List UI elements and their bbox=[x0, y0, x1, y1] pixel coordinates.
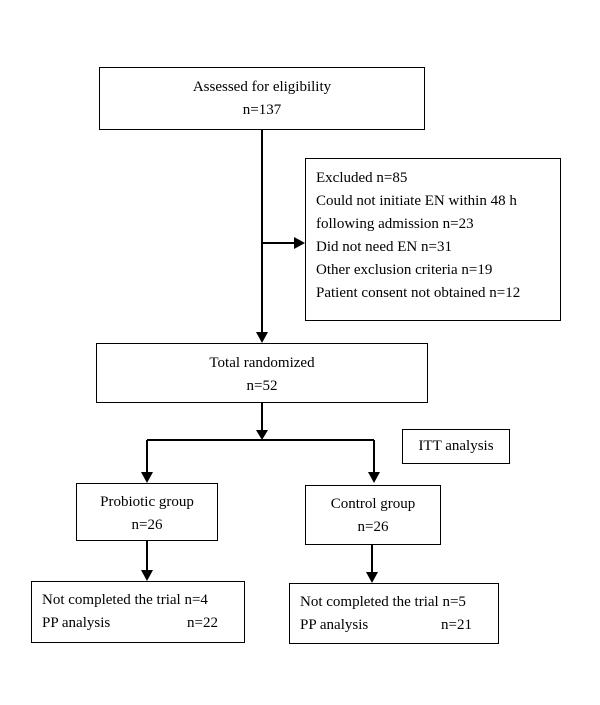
excluded-line: Other exclusion criteria n=19 bbox=[316, 262, 493, 278]
excluded-box: Excluded n=85 Could not initiate EN with… bbox=[305, 158, 561, 321]
arrowhead-excluded bbox=[294, 237, 305, 249]
itt-label: ITT analysis bbox=[418, 438, 494, 454]
excluded-line: Excluded n=85 bbox=[316, 170, 408, 186]
arrowhead-probiotic-outcome bbox=[141, 570, 153, 581]
excluded-line: Patient consent not obtained n=12 bbox=[316, 285, 521, 301]
excluded-line: Could not initiate EN within 48 h bbox=[316, 193, 517, 209]
probiotic-pp-label: PP analysis bbox=[42, 615, 111, 631]
arrowhead-probiotic bbox=[141, 472, 153, 483]
control-title: Control group bbox=[330, 496, 416, 512]
probiotic-outcome-box: Not completed the trial n=4 PP analysis … bbox=[31, 581, 245, 643]
assessed-count: n=137 bbox=[242, 102, 282, 118]
arrowhead-control bbox=[368, 472, 380, 483]
control-pp-row: PP analysis n=21 bbox=[300, 614, 498, 637]
probiotic-title: Probiotic group bbox=[100, 494, 194, 510]
randomized-title: Total randomized bbox=[209, 355, 315, 371]
arrowhead-randomized bbox=[256, 332, 268, 343]
arrowhead-split bbox=[256, 430, 268, 440]
assessed-box: Assessed for eligibility n=137 bbox=[99, 67, 425, 130]
control-group-box: Control group n=26 bbox=[305, 485, 441, 545]
itt-analysis-box: ITT analysis bbox=[402, 429, 510, 464]
randomized-count: n=52 bbox=[246, 378, 278, 394]
probiotic-group-box: Probiotic group n=26 bbox=[76, 483, 218, 541]
control-not-completed: Not completed the trial n=5 bbox=[300, 594, 466, 610]
arrowhead-control-outcome bbox=[366, 572, 378, 583]
probiotic-pp-count: n=22 bbox=[187, 615, 218, 631]
control-pp-label: PP analysis bbox=[300, 617, 369, 633]
randomized-box: Total randomized n=52 bbox=[96, 343, 428, 403]
control-pp-count: n=21 bbox=[441, 617, 472, 633]
probiotic-count: n=26 bbox=[131, 517, 163, 533]
probiotic-pp-row: PP analysis n=22 bbox=[42, 612, 244, 635]
control-outcome-box: Not completed the trial n=5 PP analysis … bbox=[289, 583, 499, 644]
probiotic-not-completed: Not completed the trial n=4 bbox=[42, 592, 208, 608]
control-count: n=26 bbox=[357, 519, 389, 535]
excluded-line: following admission n=23 bbox=[316, 216, 474, 232]
excluded-line: Did not need EN n=31 bbox=[316, 239, 452, 255]
assessed-title: Assessed for eligibility bbox=[192, 79, 332, 95]
